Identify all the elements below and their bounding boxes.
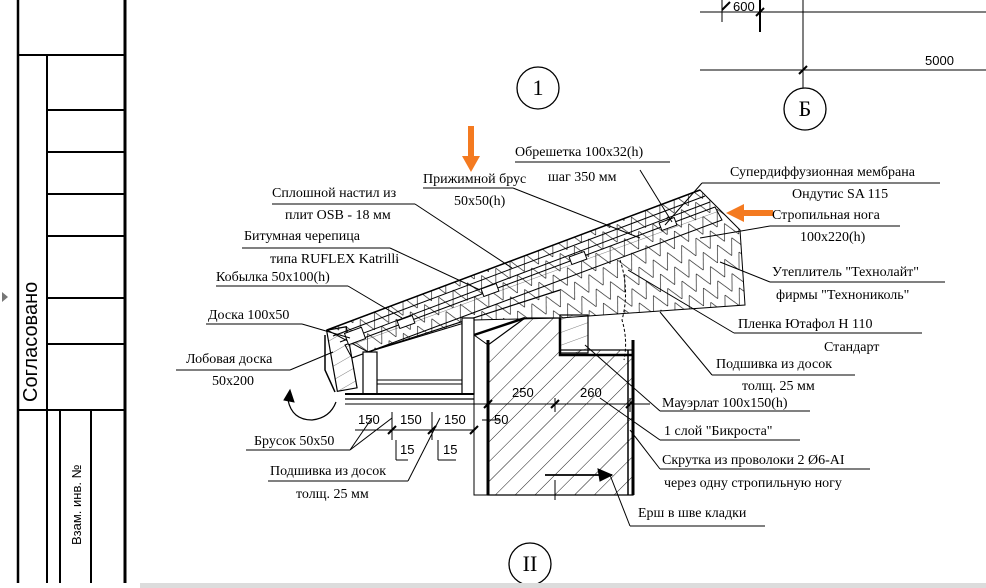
label-rafter: Стропильная нога [772,208,880,223]
dim-150-b: 150 [400,412,422,427]
brick-wall [473,316,635,496]
node-2-marker: II [522,551,538,576]
dim-260: 260 [580,385,602,400]
label-shingles: Битумная черепица [244,229,360,244]
label-clamp-bar: Прижимной брус [423,172,527,187]
label-clamp-size: 50х50(h) [454,194,506,209]
label-insulation-2: фирмы "Технониколь" [776,288,910,303]
label-fascia-2: 50х200 [212,374,254,389]
lathing-battens [343,216,678,346]
dim-15-a: 15 [400,442,415,457]
node-1-circle [516,66,560,110]
dim-150-c: 150 [444,412,466,427]
leader-lines [176,161,945,527]
label-twist-2: через одну стропильную ногу [664,476,842,491]
dim-5000: 5000 [925,53,954,68]
label-fascia: Лобовая доска [186,352,273,367]
dim-150-a: 150 [358,412,380,427]
label-bikrost: 1 слой "Бикроста" [664,424,773,439]
label-shingles-2: типа RUFLEX Katrilli [270,252,400,267]
horizontal-scrollbar[interactable] [140,583,986,588]
replacement-inventory-label: Взам. инв. № [69,464,84,545]
label-rafter-2: 100х220(h) [800,230,866,245]
accent-arrows [462,126,773,222]
label-insulation: Утеплитель "Технолайт" [772,265,920,280]
label-osb-2: плит OSB - 18 мм [285,208,391,223]
label-osb: Сплошной настил из [272,186,397,201]
label-twist: Скрутка из проволоки 2 Ø6-AI [662,453,845,468]
mauerlat [559,314,589,354]
dim-600: 600 [733,0,755,14]
title-block [16,0,127,583]
label-membrane-2: Ондутис SA 115 [792,187,889,202]
axis-fragment [700,0,986,88]
label-board: Доска 100х50 [208,308,290,323]
label-film: Пленка Ютафол Н 110 [738,317,873,332]
label-film-2: Стандарт [824,340,880,355]
label-lining-bottom: Подшивка из досок [270,464,387,479]
label-lathing: Обрешетка 100х32(h) [515,145,644,160]
label-lining-2: толщ. 25 мм [742,379,815,394]
label-lining: Подшивка из досок [716,357,833,372]
label-lathing-step: шаг 350 мм [548,170,617,185]
axis-b-marker: Б [798,96,812,121]
collapse-handle-icon[interactable] [2,292,8,302]
eave-soffit [345,317,475,400]
label-filly: Кобылка 50х100(h) [216,270,330,285]
roof-package [324,189,746,393]
label-lining-bottom-2: толщ. 25 мм [296,487,369,502]
dim-50: 50 [494,412,509,427]
node-1-marker: 1 [532,75,544,100]
label-ruff: Ерш в шве кладки [638,506,747,521]
dim-250: 250 [512,385,534,400]
approved-label: Согласовано [20,281,42,402]
dimension-lines [345,398,650,500]
label-mauerlat: Мауэрлат 100х150(h) [662,396,788,411]
label-batten: Брусок 50х50 [254,434,335,449]
dim-15-b: 15 [443,442,458,457]
axis-b-circle [783,87,827,131]
label-membrane: Супердиффузионная мембрана [730,165,915,180]
